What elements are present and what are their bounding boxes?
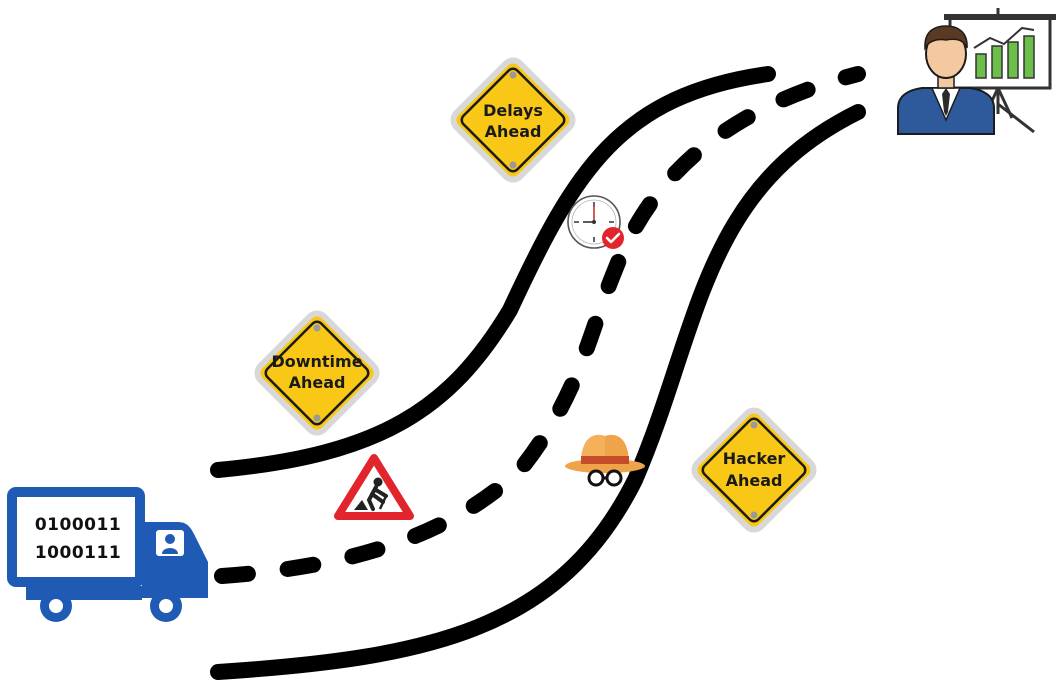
road-center-line [214, 66, 866, 584]
downtime-sign-line2: Ahead [289, 373, 346, 392]
delays-sign-line1: Delays [483, 101, 543, 120]
warning-sign-icon [254, 310, 380, 436]
delays-sign-line2: Ahead [485, 122, 542, 141]
road [210, 66, 866, 680]
hacker-sign-line1: Hacker [723, 449, 786, 468]
truck-cargo-line1: 0100011 [35, 515, 121, 535]
hacker-hat-icon [565, 434, 645, 487]
truck-cargo-line2: 1000111 [35, 543, 121, 563]
warning-sign-icon [450, 57, 576, 183]
businessman-presentation-icon [897, 8, 1056, 135]
businessman-icon [897, 25, 995, 135]
delivery-truck-icon: 0100011 1000111 [7, 487, 208, 622]
downtime-sign-line1: Downtime [271, 352, 362, 371]
warning-sign-icon [691, 407, 817, 533]
delays-ahead-sign: Delays Ahead [450, 57, 576, 183]
road-work-icon [334, 454, 414, 520]
road-top-edge [210, 66, 776, 478]
road-bottom-edge [210, 104, 866, 680]
hacker-ahead-sign: Hacker Ahead [691, 407, 817, 533]
clock-check-icon [567, 195, 624, 249]
hacker-sign-line2: Ahead [726, 471, 783, 490]
downtime-ahead-sign: Downtime Ahead [254, 310, 380, 436]
